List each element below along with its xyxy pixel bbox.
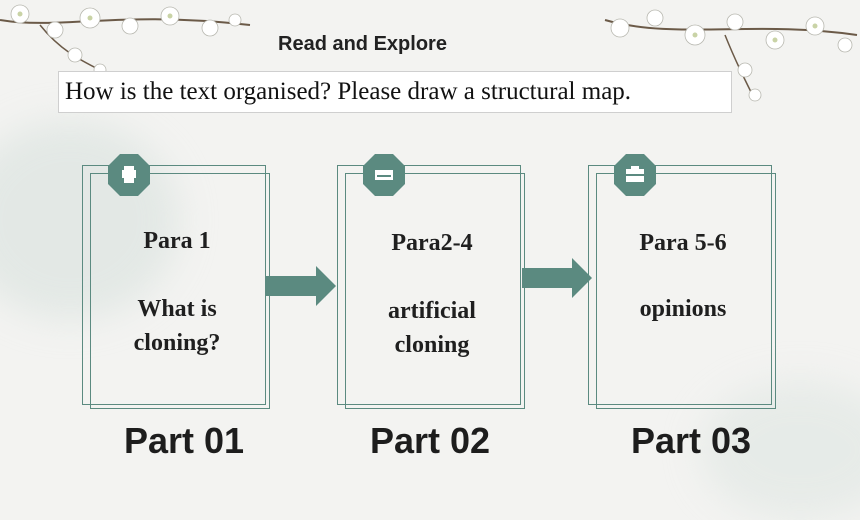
part-label-02: Part 02 bbox=[370, 420, 491, 461]
card-topic-line2: cloning bbox=[394, 332, 470, 358]
part-label-01: Part 01 bbox=[124, 420, 245, 461]
card-topic-line2: cloning? bbox=[133, 330, 221, 356]
part-label-03: Part 03 bbox=[631, 420, 752, 461]
card-frame-inner bbox=[90, 173, 270, 409]
card-topic-line1: What is bbox=[137, 296, 217, 322]
printer-icon bbox=[108, 154, 150, 196]
card-topic-line1: opinions bbox=[639, 296, 727, 322]
card-para-label: Para 1 bbox=[143, 228, 211, 254]
card-para-label: Para 5-6 bbox=[639, 230, 727, 256]
card-frame-outer bbox=[588, 165, 772, 405]
page-title: Read and Explore bbox=[278, 33, 447, 55]
card-frame-outer bbox=[337, 165, 521, 405]
arrow-right-icon bbox=[522, 258, 592, 298]
card-frame-inner bbox=[345, 173, 525, 409]
briefcase-icon bbox=[614, 154, 656, 196]
card-part-02: Para2-4 artificial cloning bbox=[337, 154, 527, 410]
card-para-label: Para2-4 bbox=[391, 230, 473, 256]
card-topic-line1: artificial bbox=[388, 298, 476, 324]
card-frame-outer bbox=[82, 165, 266, 405]
keyboard-icon bbox=[363, 154, 405, 196]
card-part-03: Para 5-6 opinions bbox=[588, 154, 778, 410]
question-box: How is the text organised? Please draw a… bbox=[58, 71, 732, 113]
card-part-01: Para 1 What is cloning? bbox=[82, 154, 272, 410]
arrow-right-icon bbox=[266, 266, 336, 306]
card-frame-inner bbox=[596, 173, 776, 409]
flower-branch-right bbox=[604, 9, 858, 102]
